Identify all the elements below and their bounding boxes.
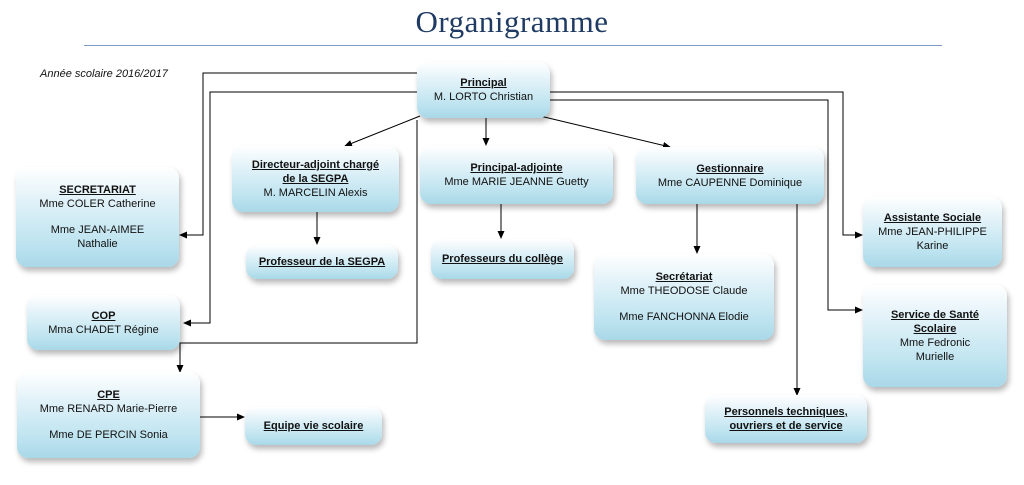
gestionnaire-heading: Gestionnaire xyxy=(696,162,764,175)
directeur-name: M. MARCELIN Alexis xyxy=(263,187,368,199)
secretariat2-person1: Mme THEODOSE Claude xyxy=(620,285,748,297)
secretariat-person1: Mme COLER Catherine xyxy=(39,198,156,210)
secretariat-person2-line2: Nathalie xyxy=(77,238,118,250)
link-principal-cop xyxy=(183,91,417,327)
title-underline xyxy=(84,45,942,46)
secretariat2-box: Secrétariat Mme THEODOSE Claude Mme FANC… xyxy=(594,254,774,340)
link-principal-directeur xyxy=(344,115,421,147)
cpe-box: CPE Mme RENARD Marie-Pierre Mme DE PERCI… xyxy=(17,372,200,458)
directeur-heading-line2: de la SEGPA xyxy=(282,173,349,185)
cop-box: COP Mma CHADET Régine xyxy=(27,295,180,350)
personnels-heading-line2: ouvriers et de service xyxy=(729,420,843,432)
principal-adjoint-heading: Principal-adjointe xyxy=(470,162,563,174)
profs-college-heading: Professeurs du collège xyxy=(441,253,564,265)
cpe-person2: Mme DE PERCIN Sonia xyxy=(49,429,168,441)
assistante-name-line2: Karine xyxy=(916,240,949,252)
secretariat-box: SECRETARIAT Mme COLER Catherine Mme JEAN… xyxy=(16,167,179,267)
link-principal-secretariat xyxy=(179,72,417,239)
principal-box: Principal M. LORTO Christian xyxy=(417,62,550,118)
prof-segpa-heading: Professeur de la SEGPA xyxy=(258,256,386,268)
directeur-box: Directeur-adjoint chargé de la SEGPA M. … xyxy=(232,146,399,212)
directeur-heading-line1: Directeur-adjoint chargé xyxy=(251,159,380,171)
sante-heading-line2: Scolaire xyxy=(913,323,957,335)
cpe-heading: CPE xyxy=(97,389,120,401)
equipe-box: Equipe vie scolaire xyxy=(245,407,382,445)
personnels-box: Personnels techniques, ouvriers et de se… xyxy=(705,395,867,443)
personnels-heading-line1: Personnels techniques, xyxy=(724,406,848,418)
gestionnaire-name: Mme CAUPENNE Dominique xyxy=(657,176,803,189)
secretariat-heading: SECRETARIAT xyxy=(59,184,136,196)
link-principal-sante xyxy=(550,99,863,314)
sante-name-line2: Murielle xyxy=(915,351,955,363)
cop-name: Mma CHADET Régine xyxy=(48,323,159,336)
link-principal-gestionnaire xyxy=(539,115,671,149)
link-principal-cpe xyxy=(176,120,418,373)
page-title: Organigramme xyxy=(415,4,609,39)
secretariat-person2-line1: Mme JEAN-AIMEE xyxy=(50,224,145,236)
assistante-box: Assistante Sociale Mme JEAN-PHILIPPE Kar… xyxy=(863,197,1002,267)
sante-box: Service de Santé Scolaire Mme Fedronic M… xyxy=(863,285,1007,387)
principal-name: M. LORTO Christian xyxy=(433,91,534,103)
principal-adjoint-name: Mme MARIE JEANNE Guetty xyxy=(444,176,589,188)
secretariat2-heading: Secrétariat xyxy=(655,271,713,283)
school-year: Année scolaire 2016/2017 xyxy=(40,68,168,80)
equipe-heading: Equipe vie scolaire xyxy=(263,420,364,432)
link-principal-assistante xyxy=(550,91,863,239)
assistante-name-line1: Mme JEAN-PHILIPPE xyxy=(878,226,987,238)
sante-heading-line1: Service de Santé xyxy=(890,309,980,321)
cop-heading: COP xyxy=(91,309,116,322)
cpe-person1: Mme RENARD Marie-Pierre xyxy=(39,403,178,415)
principal-adjoint-box: Principal-adjointe Mme MARIE JEANNE Guet… xyxy=(420,146,613,204)
secretariat2-person2: Mme FANCHONNA Elodie xyxy=(619,311,749,323)
sante-name-line1: Mme Fedronic xyxy=(899,337,971,349)
prof-segpa-box: Professeur de la SEGPA xyxy=(246,245,398,279)
assistante-heading: Assistante Sociale xyxy=(883,212,982,224)
gestionnaire-box: Gestionnaire Mme CAUPENNE Dominique xyxy=(636,147,824,204)
profs-college-box: Professeurs du collège xyxy=(431,239,574,279)
principal-heading: Principal xyxy=(460,77,507,89)
